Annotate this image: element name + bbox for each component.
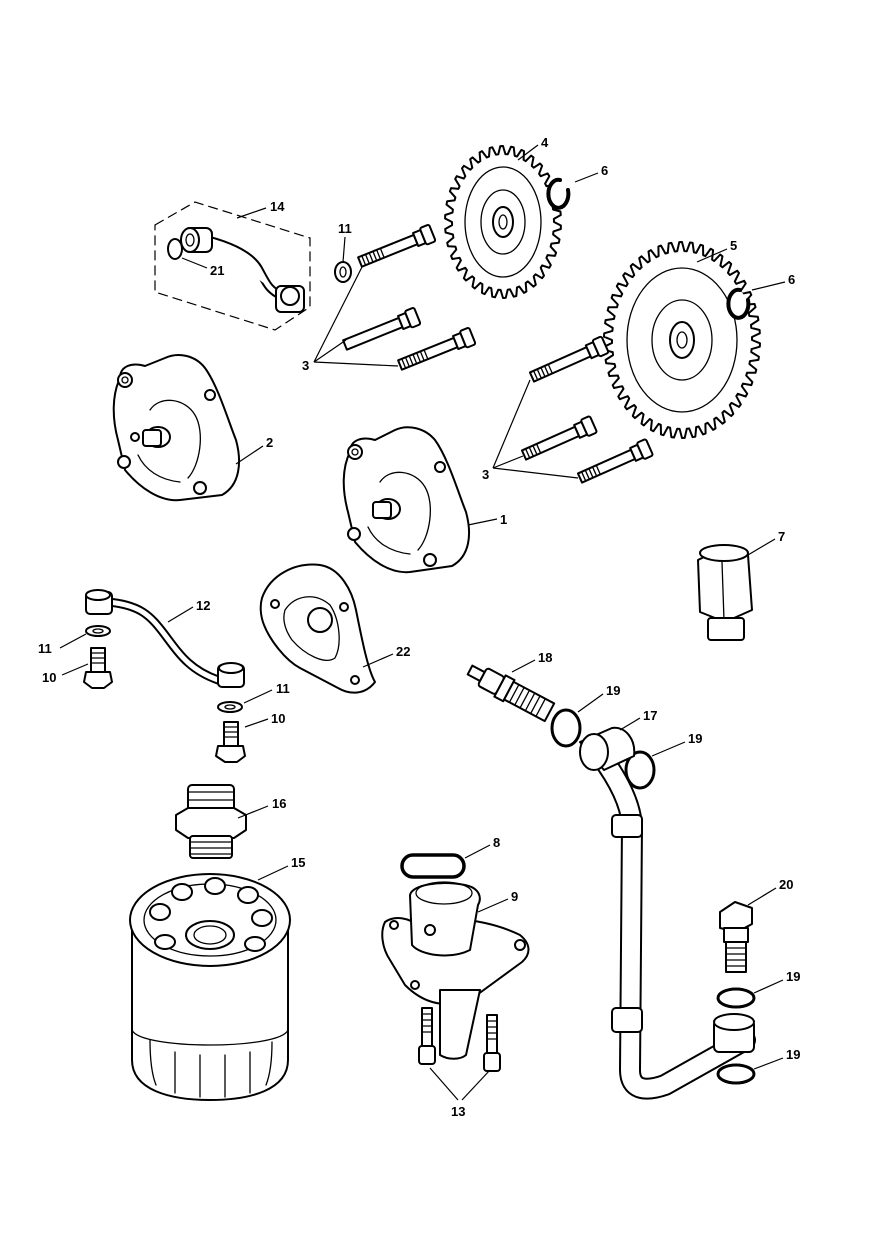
callout-11-left: 11 bbox=[38, 641, 52, 656]
callout-10-left: 10 bbox=[42, 670, 56, 685]
part-12-oil-pipe[interactable] bbox=[85, 589, 245, 688]
part-19-washer-c[interactable] bbox=[716, 987, 756, 1009]
part-11-washer-upper[interactable] bbox=[334, 261, 352, 283]
callout-16: 16 bbox=[272, 796, 286, 811]
part-10-banjo-bolt-left[interactable] bbox=[83, 647, 113, 689]
part-5-large-gear[interactable] bbox=[603, 241, 761, 439]
callout-19-b: 19 bbox=[688, 731, 702, 746]
callout-13: 13 bbox=[451, 1104, 465, 1119]
part-19-washer-a[interactable] bbox=[550, 708, 582, 748]
callout-7: 7 bbox=[778, 529, 785, 544]
callout-9: 9 bbox=[511, 889, 518, 904]
part-7-adapter[interactable] bbox=[697, 544, 753, 641]
callout-17: 17 bbox=[643, 708, 657, 723]
callout-1: 1 bbox=[500, 512, 507, 527]
callout-2: 2 bbox=[266, 435, 273, 450]
callout-19-a: 19 bbox=[606, 683, 620, 698]
callout-3-upper: 3 bbox=[302, 358, 309, 373]
part-2-oil-pump[interactable] bbox=[112, 354, 241, 502]
callout-11-top: 11 bbox=[338, 221, 352, 236]
callout-22: 22 bbox=[396, 644, 410, 659]
callout-6-upper: 6 bbox=[601, 163, 608, 178]
part-3-bolts-upper[interactable] bbox=[342, 224, 477, 373]
callout-8: 8 bbox=[493, 835, 500, 850]
part-6-circlip-upper[interactable] bbox=[546, 177, 571, 210]
callout-6-lower: 6 bbox=[788, 272, 795, 287]
part-13-bolts[interactable] bbox=[418, 1007, 501, 1072]
part-4-small-gear[interactable] bbox=[444, 145, 562, 299]
callout-20: 20 bbox=[779, 877, 793, 892]
part-19-washer-b[interactable] bbox=[624, 750, 656, 790]
callout-19-d: 19 bbox=[786, 1047, 800, 1062]
part-3-bolts-lower[interactable] bbox=[520, 335, 654, 486]
callout-4: 4 bbox=[541, 135, 549, 150]
leader-lines bbox=[59, 144, 786, 1101]
callout-10-right: 10 bbox=[271, 711, 285, 726]
callout-12: 12 bbox=[196, 598, 210, 613]
callout-labels: 1 2 3 3 4 5 6 6 7 8 9 10 10 11 11 11 12 … bbox=[38, 135, 800, 1119]
part-16-filter-adapter[interactable] bbox=[175, 784, 247, 859]
callout-11-right: 11 bbox=[276, 681, 290, 696]
part-10-banjo-bolt-right[interactable] bbox=[215, 721, 246, 763]
part-17-oil-feed-pipe[interactable] bbox=[579, 726, 756, 1100]
part-14-oil-pipe-assembly[interactable] bbox=[154, 201, 311, 331]
part-18-pressure-switch[interactable] bbox=[464, 659, 556, 723]
part-9-oil-pickup[interactable] bbox=[381, 881, 530, 1060]
part-6-circlip-lower[interactable] bbox=[726, 287, 751, 320]
part-19-washer-d[interactable] bbox=[716, 1063, 756, 1085]
callout-15: 15 bbox=[291, 855, 305, 870]
callout-18: 18 bbox=[538, 650, 552, 665]
part-20-banjo-bolt[interactable] bbox=[719, 901, 753, 973]
part-22-gasket[interactable] bbox=[259, 563, 376, 694]
part-11-washer-left[interactable] bbox=[85, 625, 111, 637]
part-1-oil-pump[interactable] bbox=[342, 426, 471, 574]
callout-5: 5 bbox=[730, 238, 737, 253]
callout-3-lower: 3 bbox=[482, 467, 489, 482]
callout-19-c: 19 bbox=[786, 969, 800, 984]
part-8-o-ring[interactable] bbox=[400, 853, 466, 879]
callout-14: 14 bbox=[270, 199, 285, 214]
part-15-oil-filter[interactable] bbox=[129, 873, 291, 1101]
callout-21: 21 bbox=[210, 263, 224, 278]
part-11-washer-right[interactable] bbox=[217, 701, 243, 713]
